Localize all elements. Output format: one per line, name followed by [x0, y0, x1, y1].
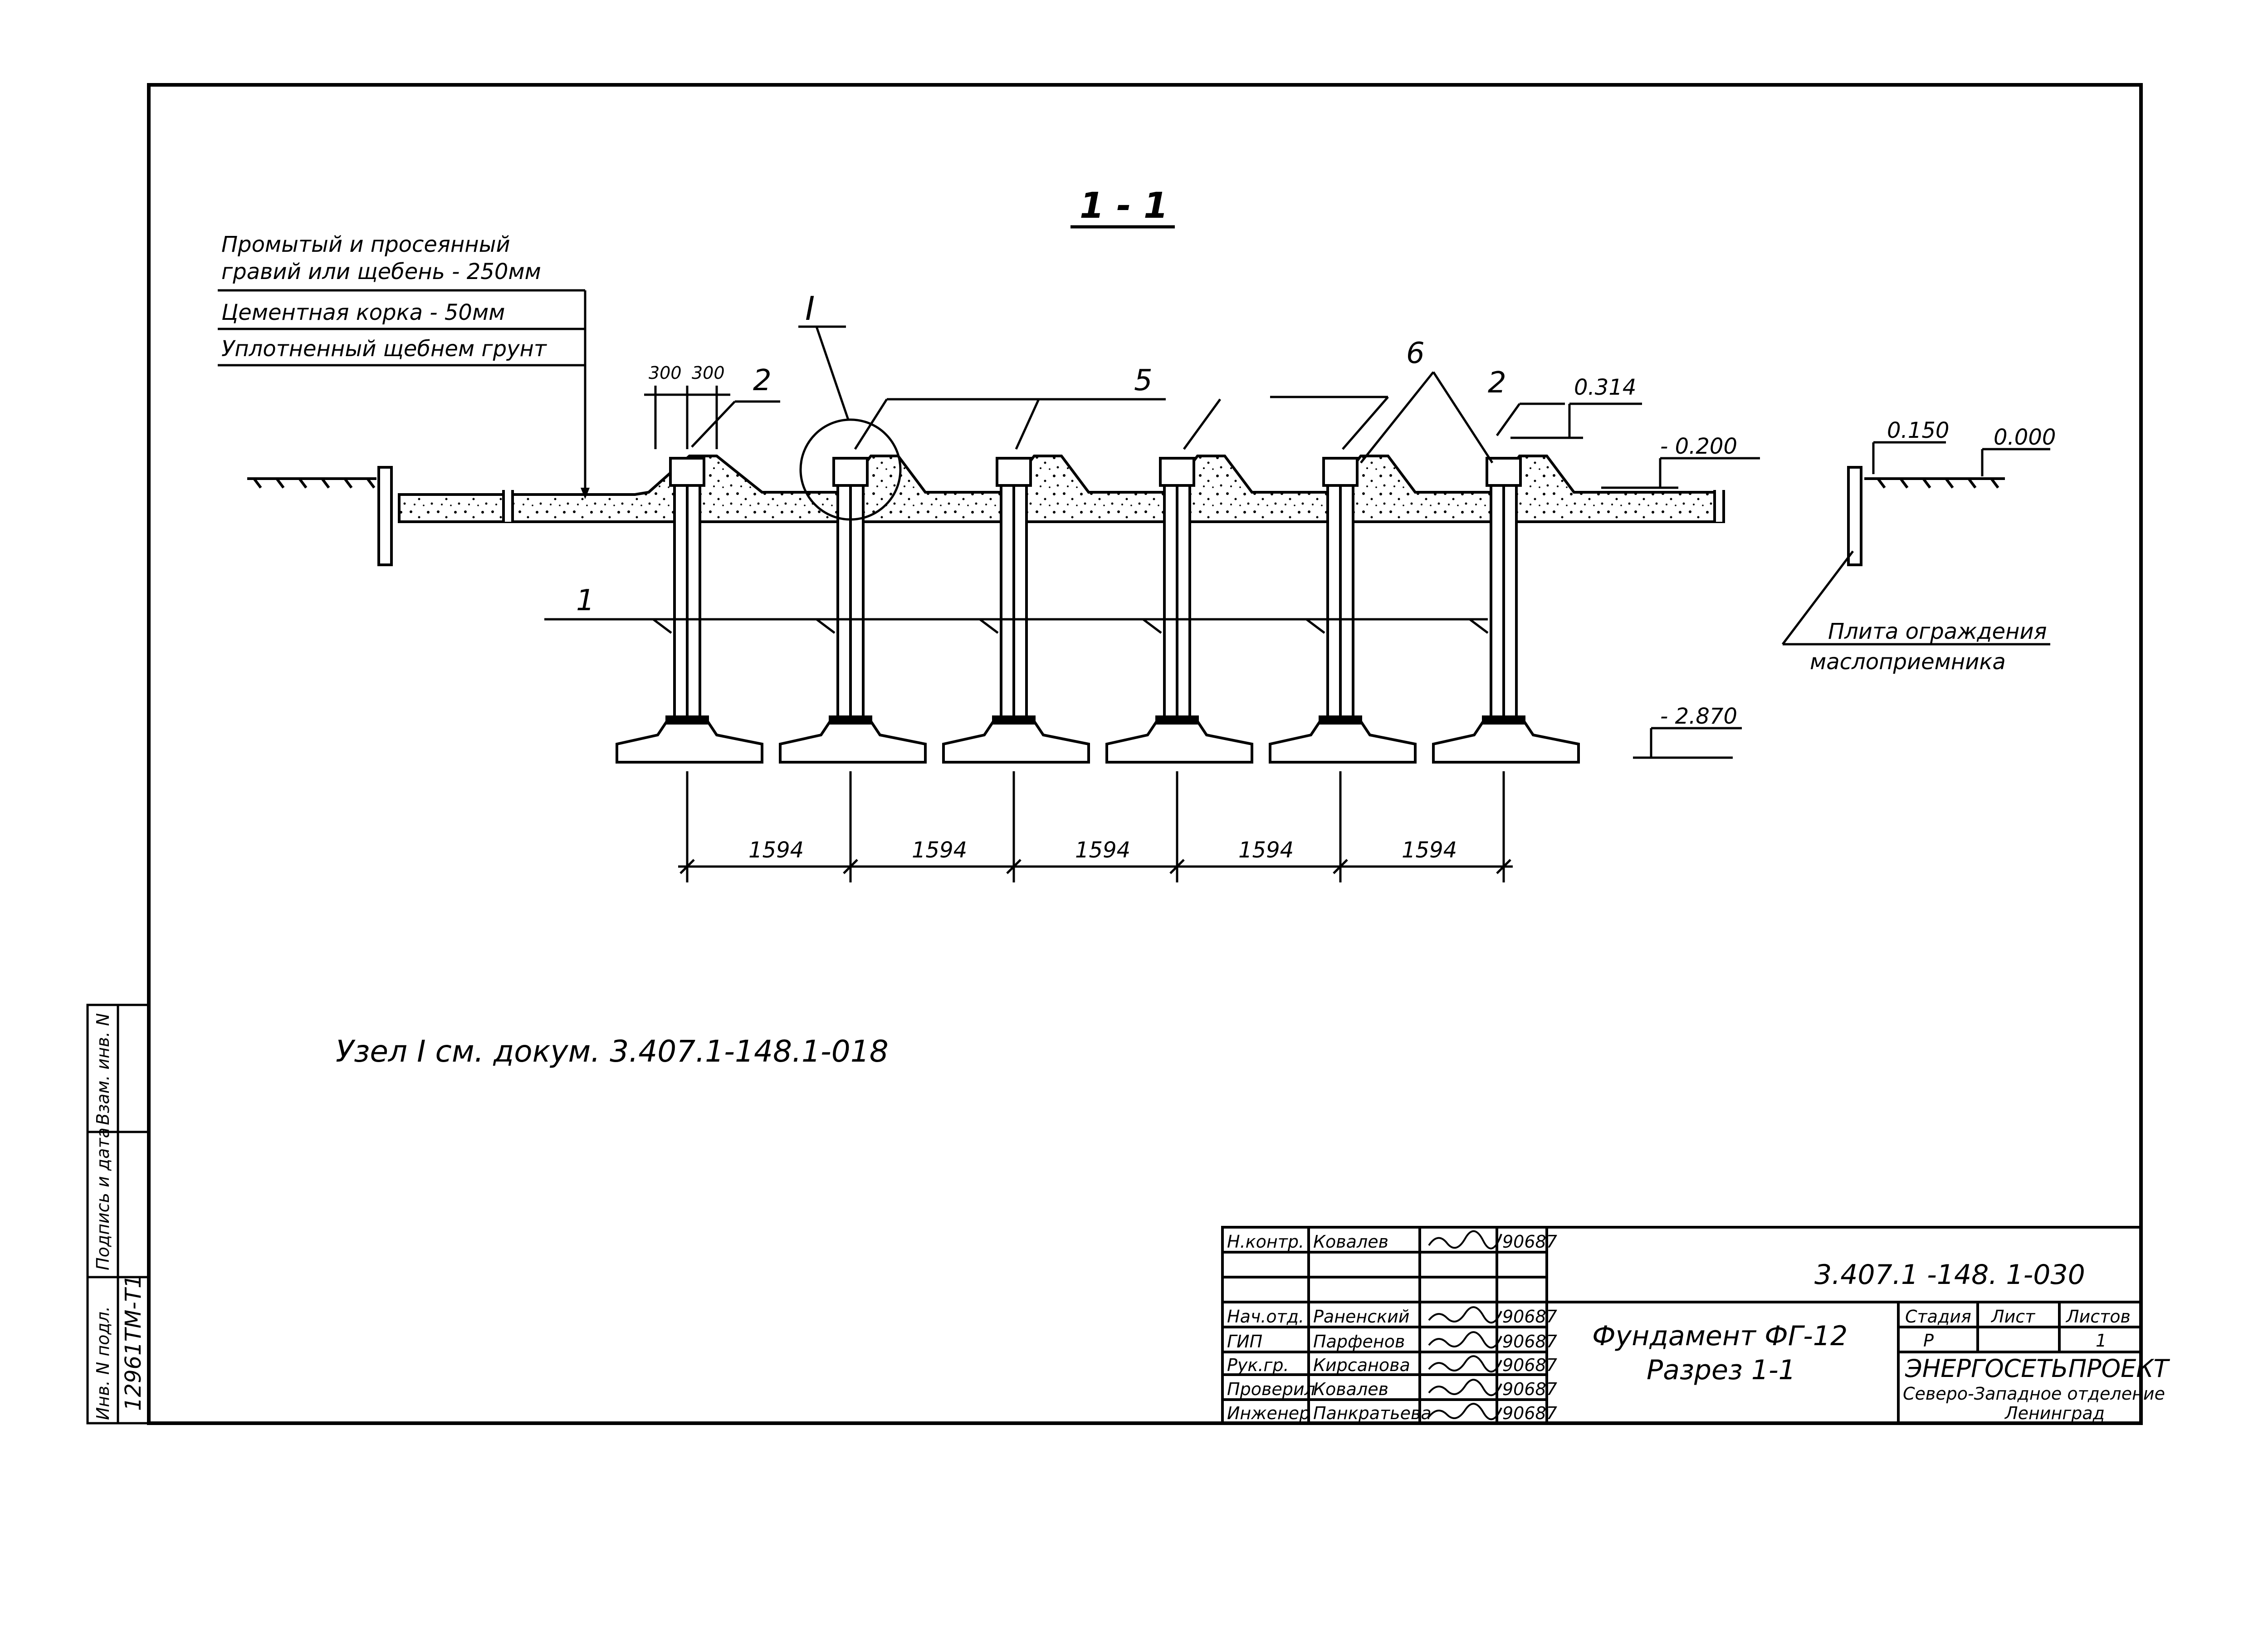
node-note: Узел I см. докум. 3.407.1-148.1-018	[336, 1034, 889, 1069]
role-5: ГИП	[1227, 1332, 1262, 1352]
sheet-label: Лист	[1990, 1307, 2036, 1327]
spacing-label-4: 1594	[1238, 838, 1294, 863]
elev-0150: 0.150	[1887, 418, 1949, 443]
side-label-inv: Инв. N подл.	[93, 1306, 113, 1420]
role-7: Проверил	[1227, 1379, 1315, 1399]
date-1: 90687	[1502, 1232, 1557, 1252]
doc-code: 3.407.1 -148. 1-030	[1814, 1259, 2085, 1291]
date-5: 90687	[1502, 1332, 1557, 1352]
section-title: 1 - 1	[1080, 186, 1168, 226]
org-line-2: Северо-Западное отделение	[1903, 1384, 2165, 1404]
date-6: 90687	[1502, 1355, 1557, 1375]
signatures	[1428, 1230, 1502, 1420]
name-1: Ковалев	[1313, 1232, 1388, 1252]
name-7: Ковалев	[1313, 1379, 1388, 1399]
callout-node-label: I	[805, 289, 815, 328]
sheets-value: 1	[2096, 1331, 2107, 1351]
role-6: Рук.гр.	[1227, 1355, 1289, 1375]
layer-text-3: Цементная корка - 50мм	[221, 300, 505, 325]
fence-label-1: Плита ограждения	[1828, 619, 2047, 644]
pile-5	[1269, 457, 1417, 764]
pile-2	[779, 457, 927, 764]
spacing-label-3: 1594	[1075, 838, 1130, 863]
piles	[616, 457, 1580, 764]
callout-5-label: 5	[1134, 364, 1153, 397]
role-8: Инженер	[1227, 1403, 1310, 1423]
title-block	[1221, 1226, 2142, 1425]
pile-6	[1432, 457, 1580, 764]
top-dim-2: 300	[692, 363, 725, 383]
elev-0200: - 0.200	[1660, 434, 1737, 459]
role-1: Н.контр.	[1227, 1232, 1304, 1252]
spacing-label-1: 1594	[748, 838, 804, 863]
spacing-dimension	[678, 771, 1513, 882]
stage-label: Стадия	[1905, 1307, 1971, 1327]
callout-2b-label: 2	[1488, 366, 1506, 400]
name-6: Кирсанова	[1313, 1355, 1410, 1375]
title-line-1: Фундамент ФГ-12	[1592, 1320, 1848, 1352]
elev-0314: 0.314	[1574, 375, 1636, 400]
elev-2870: - 2.870	[1660, 704, 1737, 729]
pile-4	[1105, 457, 1253, 764]
title-line-2: Разрез 1-1	[1647, 1354, 1796, 1386]
callout-2a-label: 2	[753, 364, 772, 397]
callout-1-label: 1	[576, 584, 595, 617]
node-circle	[799, 418, 902, 521]
org-name: ЭНЕРГОСЕТЬПРОЕКТ	[1905, 1354, 2170, 1383]
layer-text-2: гравий или щебень - 250мм	[221, 259, 541, 284]
top-dim-1: 300	[649, 363, 682, 383]
date-8: 90687	[1502, 1403, 1557, 1423]
fence-plate-left	[377, 466, 393, 566]
name-4: Раненский	[1313, 1307, 1410, 1327]
ground-lines	[247, 477, 2005, 489]
layer-text-4: Уплотненный щебнем грунт	[221, 336, 547, 362]
callout-6-label: 6	[1406, 337, 1425, 370]
org-line-3: Ленинград	[2004, 1403, 2105, 1423]
pile-3	[942, 457, 1090, 764]
sheet-frame	[147, 83, 2143, 1425]
role-4: Нач.отд.	[1227, 1307, 1304, 1327]
side-stamp	[86, 1004, 150, 1425]
elev-0000: 0.000	[1994, 425, 2056, 450]
name-8: Панкратьева	[1313, 1403, 1432, 1423]
date-4: 90687	[1502, 1307, 1557, 1327]
spacing-label-5: 1594	[1402, 838, 1457, 863]
pile-1	[616, 457, 763, 764]
spacing-label-2: 1594	[912, 838, 967, 863]
fence-plate-right	[1847, 466, 1862, 566]
side-label-sign: Подпись и дата	[93, 1127, 113, 1270]
sheets-label: Листов	[2065, 1307, 2131, 1327]
name-5: Парфенов	[1313, 1332, 1405, 1352]
date-7: 90687	[1502, 1379, 1557, 1399]
side-label-replace: Взам. инв. N	[93, 1013, 113, 1125]
inv-number: 12961ТМ-Т1	[121, 1274, 146, 1411]
layer-text-1: Промытый и просеянный	[221, 232, 510, 257]
leader-lines	[544, 325, 2050, 759]
layer-legend: Промытый и просеянный гравий или щебень …	[218, 232, 590, 499]
gravel-layer	[398, 455, 1725, 523]
fence-label-2: маслоприемника	[1810, 649, 2006, 675]
stage-value: Р	[1923, 1331, 1934, 1351]
